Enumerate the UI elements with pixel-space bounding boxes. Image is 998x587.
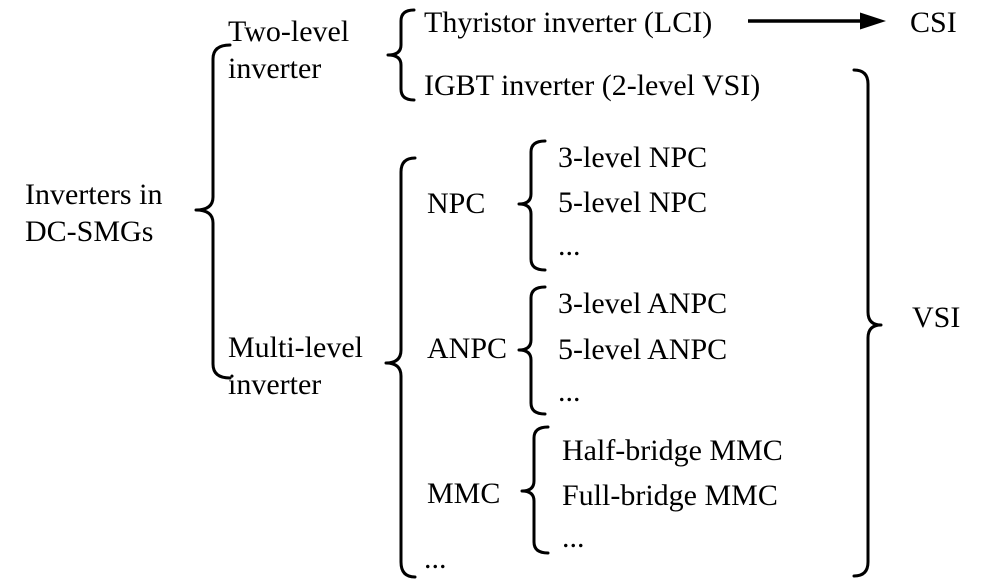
- mmc-item-half-bridge: Half-bridge MMC: [562, 434, 783, 467]
- anpc-group-label: ANPC: [427, 332, 508, 365]
- anpc-item-ellipsis: ...: [558, 375, 581, 408]
- brace-mmc: [520, 425, 550, 555]
- multi-level-more-ellipsis: ...: [424, 542, 447, 575]
- brace-anpc: [517, 285, 547, 416]
- npc-group-label: NPC: [427, 187, 486, 220]
- mmc-item-full-bridge: Full-bridge MMC: [562, 479, 778, 512]
- npc-item-ellipsis: ...: [558, 229, 581, 262]
- two-level-inverter-label: Two-level inverter: [228, 15, 350, 85]
- brace-vsi: [852, 68, 883, 578]
- root-label: Inverters in DC-SMGs: [25, 178, 163, 248]
- igbt-inverter-label: IGBT inverter (2-level VSI): [424, 69, 761, 102]
- brace-two-level: [386, 8, 416, 102]
- thyristor-inverter-label: Thyristor inverter (LCI): [424, 6, 713, 39]
- arrowhead-icon: [860, 12, 886, 30]
- vsi-label: VSI: [912, 301, 961, 334]
- anpc-item-3-level: 3-level ANPC: [558, 287, 728, 320]
- brace-npc: [517, 139, 547, 272]
- mmc-item-ellipsis: ...: [562, 521, 585, 554]
- brace-root: [194, 43, 232, 380]
- npc-item-5-level: 5-level NPC: [558, 186, 708, 219]
- csi-label: CSI: [910, 6, 957, 39]
- anpc-item-5-level: 5-level ANPC: [558, 333, 728, 366]
- multi-level-inverter-label: Multi-level inverter: [228, 331, 363, 401]
- brace-multi-level: [384, 156, 417, 579]
- mmc-group-label: MMC: [427, 477, 501, 510]
- npc-item-3-level: 3-level NPC: [558, 141, 708, 174]
